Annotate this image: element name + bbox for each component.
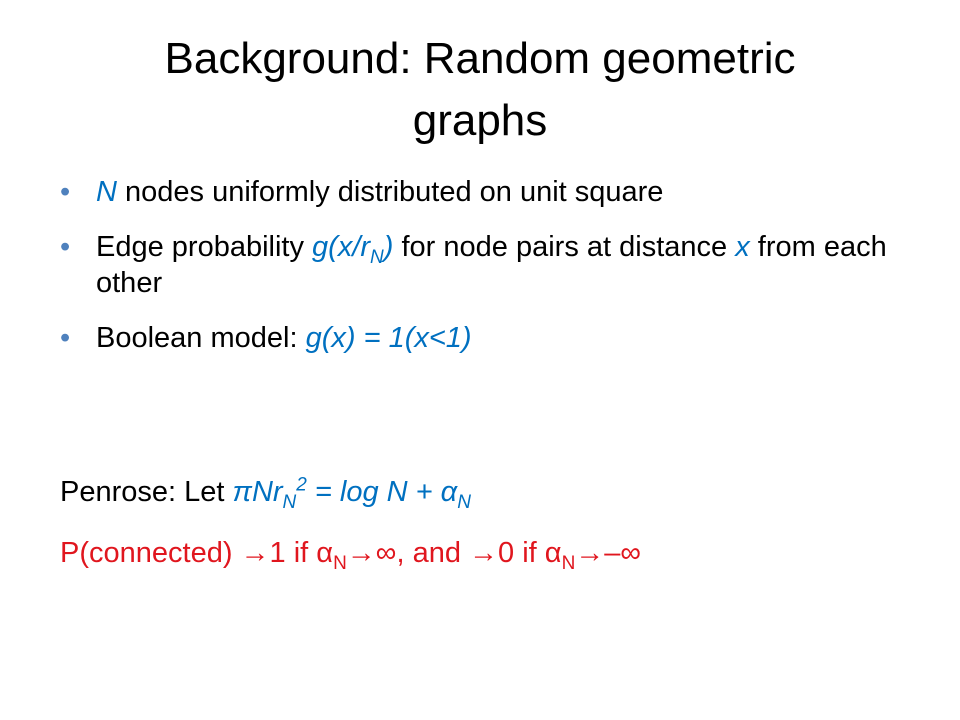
theorem-block: Penrose: Let πNrN2 = log N + αN P(connec… <box>60 474 900 596</box>
edge-fn-close: ) <box>383 231 394 263</box>
boolean-pre: Boolean model: <box>96 322 306 354</box>
alpha-2-sub: N <box>561 552 576 574</box>
penrose-nr: Nr <box>251 476 283 508</box>
alpha-1-sub: N <box>333 552 347 574</box>
title-line-1: Background: Random geometric <box>164 34 796 83</box>
connectivity-line: P(connected) →1 if αN→∞, and →0 if αN→–∞ <box>60 535 900 574</box>
edge-prob-post: from each other <box>96 231 887 299</box>
arrow-4: → <box>575 537 605 569</box>
penrose-sup-2: 2 <box>296 474 307 496</box>
title-line-2: graphs <box>412 96 548 145</box>
edge-fn-open: g(x/r <box>312 231 371 263</box>
bullet-item-boolean-model: • Boolean model: g(x) = 1(x<1) <box>60 320 900 356</box>
nodes-variable: N <box>96 176 117 208</box>
infinity: ∞ <box>375 537 397 569</box>
one-if: 1 if <box>269 537 317 569</box>
nodes-text: nodes uniformly distributed on unit squa… <box>116 176 664 208</box>
bullet-dot-icon: • <box>60 322 71 354</box>
arrow-1: → <box>240 537 270 569</box>
bullet-item-nodes: • N nodes uniformly distributed on unit … <box>60 174 900 210</box>
penrose-rhs: = log N + <box>306 476 441 508</box>
penrose-line: Penrose: Let πNrN2 = log N + αN <box>60 474 900 511</box>
and-text: , and <box>396 537 470 569</box>
edge-prob-pre: Edge probability <box>96 231 313 263</box>
slide-title: Background: Random geometric graphs <box>80 28 880 152</box>
arrow-2: → <box>346 537 376 569</box>
negative-infinity: –∞ <box>604 537 642 569</box>
distance-variable: x <box>735 231 750 263</box>
pi-symbol: π <box>232 476 252 508</box>
bullet-item-edge-probability: • Edge probability g(x/rN) for node pair… <box>60 229 900 301</box>
connected-pre: P(connected) <box>60 537 241 569</box>
bullet-list: • N nodes uniformly distributed on unit … <box>60 174 900 375</box>
zero-if: 0 if <box>498 537 545 569</box>
bullet-dot-icon: • <box>60 231 71 263</box>
edge-prob-function: g(x/rN) <box>312 231 394 267</box>
penrose-sub-n: N <box>282 491 297 513</box>
edge-prob-mid: for node pairs at distance <box>393 231 736 263</box>
arrow-3: → <box>469 537 499 569</box>
edge-fn-sub: N <box>370 246 384 268</box>
penrose-formula: πNrN2 = log N + αN <box>232 474 471 511</box>
penrose-label: Penrose: Let <box>60 476 233 508</box>
bullet-dot-icon: • <box>60 176 71 208</box>
alpha-sub: N <box>457 491 471 513</box>
alpha-1: α <box>316 537 334 569</box>
alpha-2: α <box>544 537 562 569</box>
boolean-formula: g(x) = 1(x<1) <box>305 322 472 354</box>
alpha-symbol: α <box>440 476 458 508</box>
